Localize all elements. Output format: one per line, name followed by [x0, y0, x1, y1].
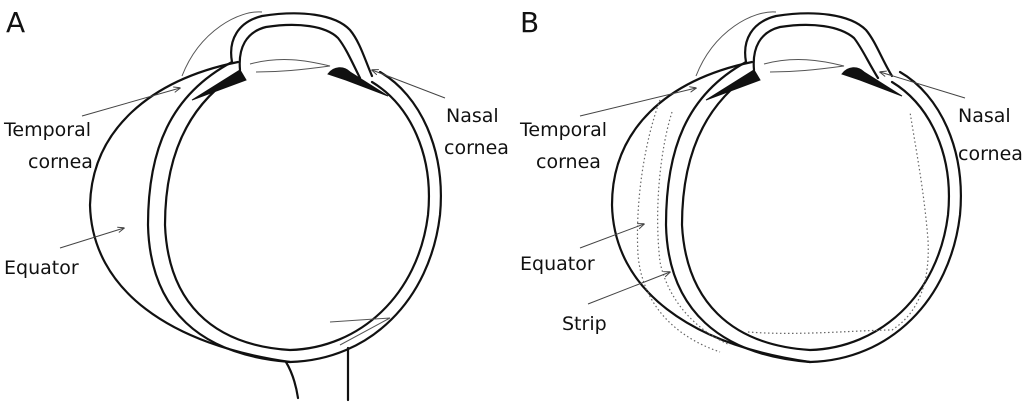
panel-b-eye-wall-outer	[664, 60, 962, 364]
panel-b-nasal-label-line1: Nasal	[958, 105, 1011, 127]
panel-a-nasal-arrow	[372, 70, 446, 99]
panel-a-iris-left	[191, 69, 247, 101]
panel-b-letter: B	[520, 6, 539, 39]
panel-b-cornea	[744, 12, 894, 78]
panel-a: A Temporal cornea Nasal cornea Equator	[3, 6, 509, 402]
panel-a-optic-nerve-left	[284, 360, 300, 400]
panel-a-temporal-label-line2: cornea	[28, 151, 93, 173]
panel-b-nasal-label-line2: cornea	[958, 143, 1023, 165]
panel-a-eye-wall-inner	[163, 70, 430, 352]
panel-a-nasal-label-line1: Nasal	[446, 105, 499, 127]
panel-a-temporal-label-line1: Temporal	[3, 119, 91, 141]
panel-b-lens-line	[763, 59, 845, 73]
panel-a-cornea-inner	[238, 23, 362, 80]
panel-a-muscle-line	[329, 317, 391, 346]
panel-b-iris-left	[705, 69, 761, 101]
panel-b-strip-arrow	[587, 272, 670, 305]
panel-b: B Temporal cornea Nasal cornea Equator S…	[519, 6, 1023, 364]
panel-a-outer-thin-arc	[181, 11, 263, 77]
panel-b-temporal-label-line1: Temporal	[519, 119, 607, 141]
panel-a-cornea	[230, 12, 374, 78]
panel-b-strip-label: Strip	[562, 313, 607, 335]
panel-b-strip-outline-left	[636, 99, 721, 353]
panel-a-iris-right	[327, 67, 389, 97]
panel-a-eye-wall-outer	[146, 60, 442, 364]
panel-a-equator-label: Equator	[4, 257, 79, 279]
panel-b-outer-globe	[610, 60, 812, 364]
panel-b-iris-right	[841, 67, 903, 97]
panel-b-strip-outline-bottom	[747, 111, 929, 334]
panel-a-outer-globe	[88, 60, 292, 364]
panel-a-letter: A	[6, 6, 25, 39]
panel-b-equator-arrow	[579, 224, 644, 249]
panel-b-equator-label: Equator	[520, 253, 595, 275]
panel-a-nasal-label-line2: cornea	[444, 137, 509, 159]
panel-b-temporal-arrow	[579, 88, 696, 117]
panel-a-temporal-arrow	[81, 88, 180, 117]
panel-a-equator-arrow	[59, 228, 124, 249]
panel-a-lens-line	[249, 59, 331, 73]
panel-b-cornea-inner	[752, 23, 880, 80]
panel-b-nasal-arrow	[880, 72, 966, 99]
panel-b-temporal-label-line2: cornea	[536, 151, 601, 173]
panel-b-eye-wall-inner	[680, 70, 950, 352]
panel-b-outer-thin-arc	[695, 11, 777, 77]
